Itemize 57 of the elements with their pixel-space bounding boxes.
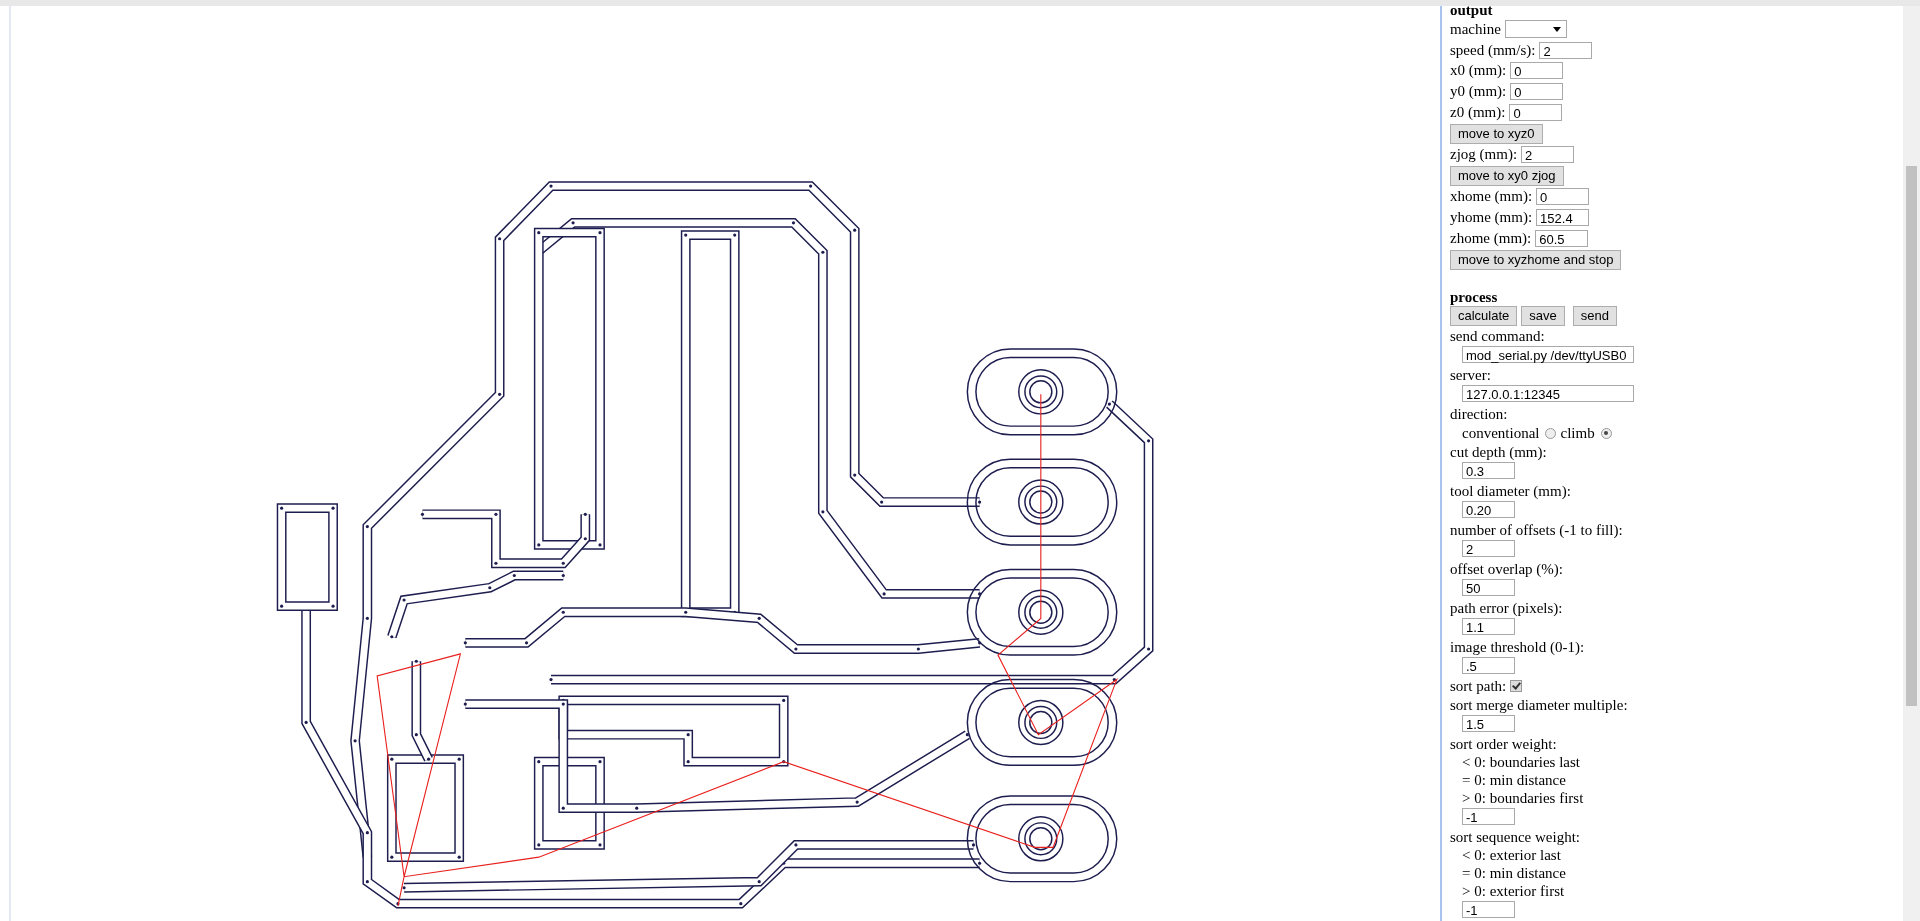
field-label: > 0: boundaries first (1462, 789, 1584, 807)
field-label: < 0: exterior last (1462, 846, 1561, 864)
field-label: offset overlap (%): (1450, 560, 1563, 578)
input-field: 127.0.0.1:12345 (1462, 385, 1634, 402)
input-field: 0 (1509, 103, 1563, 121)
field-label: server: (1450, 366, 1491, 384)
input-field: -1 (1462, 901, 1515, 918)
input-field: 60.5 (1535, 229, 1589, 247)
field-label: path error (pixels): (1450, 599, 1563, 617)
input-field: 0.3 (1462, 462, 1515, 479)
field-label: speed (mm/s): (1450, 41, 1536, 59)
input-field: .5 (1462, 657, 1515, 674)
input-field: 2 (1462, 540, 1515, 557)
section-heading: process (1450, 288, 1498, 306)
field-label: = 0: min distance (1462, 771, 1566, 789)
button: save (1521, 306, 1565, 326)
field-label: direction: (1450, 405, 1508, 423)
field-label: image threshold (0-1): (1450, 638, 1585, 656)
field-label: cut depth (mm): (1450, 443, 1547, 461)
input-field: mod_serial.py /dev/ttyUSB0 (1462, 346, 1634, 363)
button: move to xyz0 (1450, 124, 1543, 144)
field-label: sort sequence weight: (1450, 828, 1580, 846)
field-label: tool diameter (mm): (1450, 482, 1571, 500)
input-field: 50 (1462, 579, 1515, 596)
input-field: 152.4 (1536, 208, 1590, 226)
field-label: z0 (mm): (1450, 103, 1506, 121)
input-field: 2 (1521, 145, 1575, 163)
field-label: machine (1450, 20, 1501, 38)
input-field: 0 (1536, 187, 1590, 205)
input-field: 0 (1510, 82, 1564, 100)
field-label: sort order weight: (1450, 735, 1557, 753)
field-label: xhome (mm): (1450, 187, 1533, 205)
input-field: 1.1 (1462, 618, 1515, 635)
input-field: -1 (1462, 808, 1515, 825)
button: move to xy0 zjog (1450, 166, 1564, 186)
input-field: 0.20 (1462, 501, 1515, 518)
field-label: = 0: min distance (1462, 864, 1566, 882)
field-label: send command: (1450, 327, 1545, 345)
button: move to xyzhome and stop (1450, 250, 1622, 270)
field-label: climb (1560, 424, 1595, 442)
field-label: x0 (mm): (1450, 61, 1507, 79)
field-label: sort path: (1450, 677, 1507, 695)
field-label: conventional (1462, 424, 1540, 442)
field-label: sort merge diameter multiple: (1450, 696, 1628, 714)
field-label: y0 (mm): (1450, 82, 1507, 100)
section-heading: output (1450, 1, 1493, 19)
field-label: yhome (mm): (1450, 208, 1533, 226)
button: send (1572, 306, 1617, 326)
button: calculate (1450, 306, 1518, 326)
input-field: 2 (1539, 41, 1593, 59)
field-label: < 0: boundaries last (1462, 753, 1581, 771)
input-field: 1.5 (1462, 715, 1515, 732)
field-label: number of offsets (-1 to fill): (1450, 521, 1623, 539)
input-field: 0 (1510, 61, 1564, 79)
field-label: > 0: exterior first (1462, 882, 1565, 900)
field-label: zhome (mm): (1450, 229, 1532, 247)
field-label: zjog (mm): (1450, 145, 1518, 163)
